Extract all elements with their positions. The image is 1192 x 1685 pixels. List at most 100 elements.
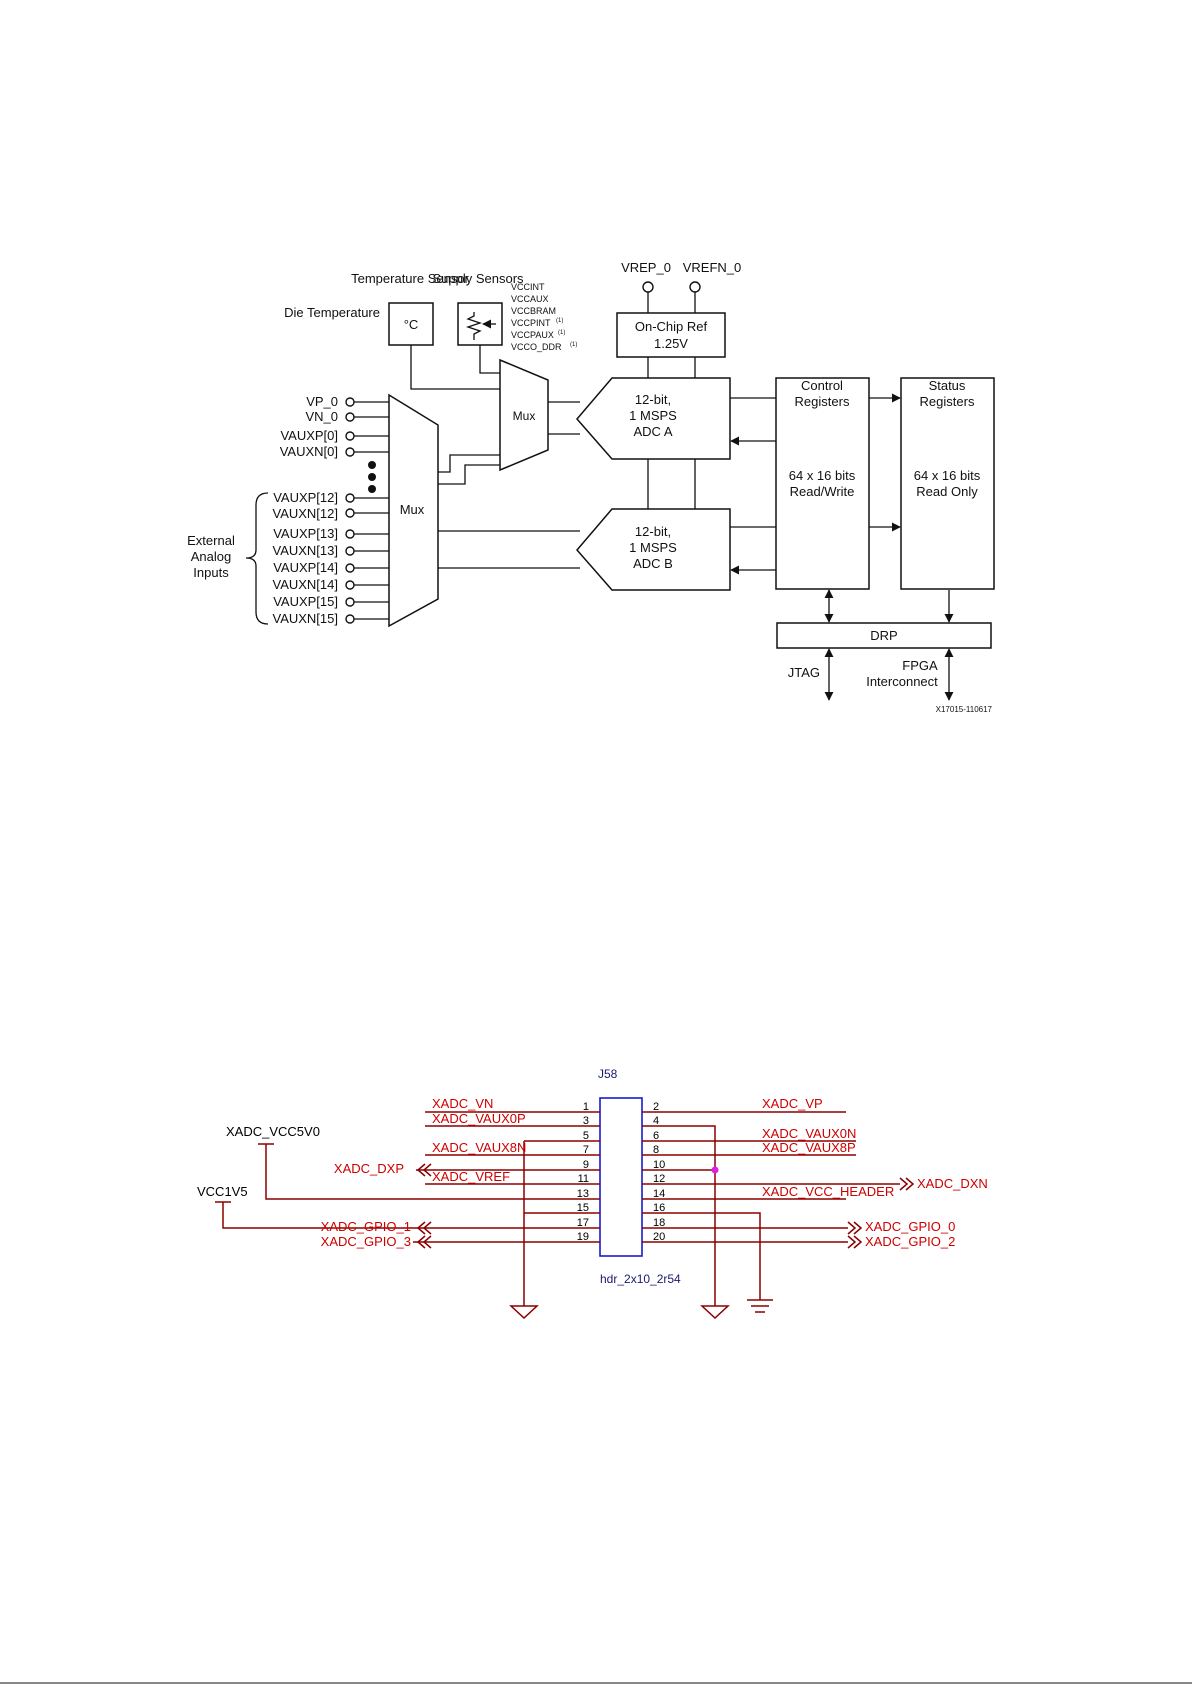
external-inputs-label: External [187, 533, 235, 548]
on-chip-ref-label: On-Chip Ref [635, 319, 708, 334]
pin-number: 8 [653, 1144, 659, 1156]
adc-b-label: 12-bit, [635, 524, 671, 539]
connector-part: hdr_2x10_2r54 [600, 1272, 681, 1286]
pin-number: 18 [653, 1217, 665, 1229]
offpage-right-arrow-icon [847, 1221, 863, 1235]
inter-adc-ref-wires [647, 459, 696, 509]
status-registers-label: Status [929, 378, 966, 393]
pin-numbers-even: 2 4 6 8 10 12 14 16 18 20 [653, 1101, 665, 1243]
pin-number: 19 [577, 1231, 589, 1243]
input-label: VP_0 [306, 394, 338, 409]
fpga-interconnect-label: Interconnect [866, 674, 938, 689]
pin-number: 17 [577, 1217, 589, 1229]
input-pin [345, 580, 355, 590]
xadc-block-diagram: Temperature Sensor Die Temperature °C Su… [187, 260, 995, 714]
adc-a-label: ADC A [633, 424, 672, 439]
supply-rail: VCCAUX [511, 294, 549, 304]
net-label: XADC_VN [432, 1096, 493, 1111]
brace-icon [245, 492, 269, 625]
on-chip-ref-box [616, 312, 726, 358]
supply-rail: VCCPAUX [511, 330, 554, 340]
net-label: XADC_VP [762, 1096, 823, 1111]
pin-number: 2 [653, 1101, 659, 1113]
ground-icon [700, 1305, 730, 1320]
status-registers-access: Read Only [916, 484, 978, 499]
net-label: XADC_VAUX0P [432, 1111, 526, 1126]
supply-to-mux-wire [479, 345, 500, 374]
status-registers-label: Registers [920, 394, 975, 409]
adc-a-label: 12-bit, [635, 392, 671, 407]
pin-number: 10 [653, 1159, 665, 1171]
input-pin [345, 563, 355, 573]
ellipsis-dot [368, 461, 376, 469]
vref-wires [647, 292, 696, 313]
supply-sensors-label: Supply Sensors [432, 271, 524, 286]
pin-number: 3 [583, 1115, 589, 1127]
pin-number: 1 [583, 1101, 589, 1113]
drp-label: DRP [870, 628, 897, 643]
adc-b-label: 1 MSPS [629, 540, 677, 555]
temp-to-mux-wire [410, 345, 500, 390]
temperature-sensor-label: Temperature Sensor [351, 271, 469, 286]
offpage-right-arrow-icon [899, 1177, 915, 1191]
net-label: XADC_DXP [334, 1161, 404, 1176]
pin-number: 7 [583, 1144, 589, 1156]
pin-number: 4 [653, 1115, 659, 1127]
supply-rail: VCCBRAM [511, 306, 556, 316]
input-pin [345, 546, 355, 556]
small-mux-output-wires [548, 401, 580, 435]
pin-number: 6 [653, 1130, 659, 1142]
input-pin [345, 397, 355, 407]
input-label: VAUXN[15] [272, 611, 338, 626]
net-label: XADC_VREF [432, 1169, 510, 1184]
offpage-left-arrow-icon [416, 1221, 432, 1235]
wire-pin5-gnd [523, 1140, 600, 1306]
input-label: VAUXP[0] [280, 428, 338, 443]
control-registers-size: 64 x 16 bits [789, 468, 856, 483]
supply-rail: VCCO_DDR [511, 342, 562, 352]
input-label: VAUXN[14] [272, 577, 338, 592]
offpage-left-arrow-icon [416, 1163, 432, 1177]
status-registers-size: 64 x 16 bits [914, 468, 981, 483]
vcc1v5-label: VCC1V5 [197, 1184, 248, 1199]
net-label: XADC_GPIO_3 [321, 1234, 411, 1249]
connector-body [599, 1097, 643, 1257]
input-pin [345, 431, 355, 441]
supply-rails-list: VCCINT VCCAUX VCCBRAM VCCPINT VCCPAUX VC… [511, 282, 577, 352]
right-wires [642, 1111, 900, 1306]
j58-schematic: J58 hdr_2x10_2r54 1 3 5 7 9 11 13 15 17 … [197, 1067, 988, 1320]
input-pin [345, 447, 355, 457]
jtag-label: JTAG [788, 665, 820, 680]
right-net-labels: XADC_VP XADC_VAUX0N XADC_VAUX8P XADC_VCC… [762, 1096, 988, 1249]
pin-number: 13 [577, 1188, 589, 1200]
input-wires [354, 401, 389, 453]
connector-ref: J58 [598, 1067, 618, 1081]
small-mux [499, 358, 549, 472]
ground-icon [509, 1305, 539, 1320]
vrefn-pin [689, 281, 701, 293]
adc-a-block [576, 377, 731, 460]
wire-pin16-earth [642, 1212, 761, 1300]
pin-numbers-odd: 1 3 5 7 9 11 13 15 17 19 [577, 1101, 589, 1243]
drp-box [776, 622, 992, 649]
left-wires [222, 1111, 600, 1306]
large-mux-label: Mux [400, 502, 425, 517]
net-label: XADC_VAUX8P [762, 1140, 856, 1155]
figure-id: X17015-110617 [936, 705, 993, 714]
mux-to-mux-wire [438, 464, 500, 485]
pin-number: 12 [653, 1173, 665, 1185]
net-label: XADC_DXN [917, 1176, 988, 1191]
input-pin [345, 412, 355, 422]
external-analog-inputs: VAUXP[12] VAUXN[12] VAUXP[13] VAUXN[13] … [187, 490, 389, 626]
resistor-icon [465, 312, 483, 340]
degree-symbol: °C [404, 317, 419, 332]
input-label: VAUXP[13] [273, 526, 338, 541]
ref-to-adc-wires [647, 357, 696, 378]
wire-pin4-gnd [642, 1125, 716, 1306]
pin-number: 15 [577, 1202, 589, 1214]
net-label: XADC_GPIO_0 [865, 1219, 955, 1234]
fpga-interconnect-label: FPGA [902, 658, 938, 673]
input-pin [345, 508, 355, 518]
wire-pin13 [265, 1144, 600, 1200]
